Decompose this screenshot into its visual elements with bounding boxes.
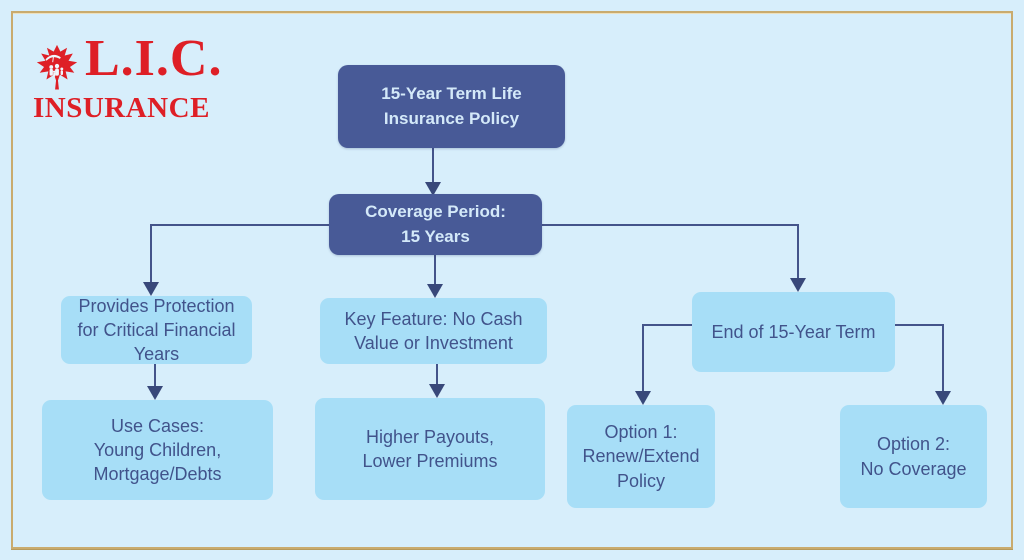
edge-coverage-endterm — [542, 224, 799, 279]
node-protection-label: Provides Protection for Critical Financi… — [77, 295, 236, 365]
node-policy: 15-Year Term Life Insurance Policy — [338, 65, 565, 148]
node-payouts-label: Higher Payouts, Lower Premiums — [362, 426, 498, 471]
node-payouts: Higher Payouts, Lower Premiums — [315, 398, 545, 500]
node-use-cases-label: Use Cases: Young Children, Mortgage/Debt… — [93, 415, 222, 485]
node-option2: Option 2: No Coverage — [840, 405, 987, 508]
node-protection: Provides Protection for Critical Financi… — [61, 296, 252, 364]
lic-insurance-logo: L.I.C. INSURANCE — [33, 30, 223, 124]
node-coverage-label: Coverage Period: 15 Years — [365, 201, 506, 246]
edge-coverage-protection — [150, 224, 329, 283]
arrowhead — [935, 391, 951, 405]
arrowhead — [790, 278, 806, 292]
node-coverage: Coverage Period: 15 Years — [329, 194, 542, 255]
node-key-feature-label: Key Feature: No Cash Value or Investment — [344, 308, 523, 353]
arrowhead — [427, 284, 443, 298]
arrowhead — [147, 386, 163, 400]
edge-endterm-option1 — [642, 324, 692, 392]
logo-title: L.I.C. — [85, 30, 223, 87]
node-end-term: End of 15-Year Term — [692, 292, 895, 372]
node-use-cases: Use Cases: Young Children, Mortgage/Debt… — [42, 400, 273, 500]
node-option2-label: Option 2: No Coverage — [860, 434, 967, 479]
edge-endterm-option2 — [895, 324, 944, 392]
logo-subtitle: INSURANCE — [33, 92, 210, 124]
node-option1: Option 1: Renew/Extend Policy — [567, 405, 715, 508]
node-policy-label: 15-Year Term Life Insurance Policy — [381, 83, 522, 128]
maple-leaf-icon — [36, 44, 78, 90]
node-end-term-label: End of 15-Year Term — [711, 321, 876, 342]
arrowhead — [635, 391, 651, 405]
node-option1-label: Option 1: Renew/Extend Policy — [582, 422, 700, 491]
node-key-feature: Key Feature: No Cash Value or Investment — [320, 298, 547, 364]
arrowhead — [429, 384, 445, 398]
